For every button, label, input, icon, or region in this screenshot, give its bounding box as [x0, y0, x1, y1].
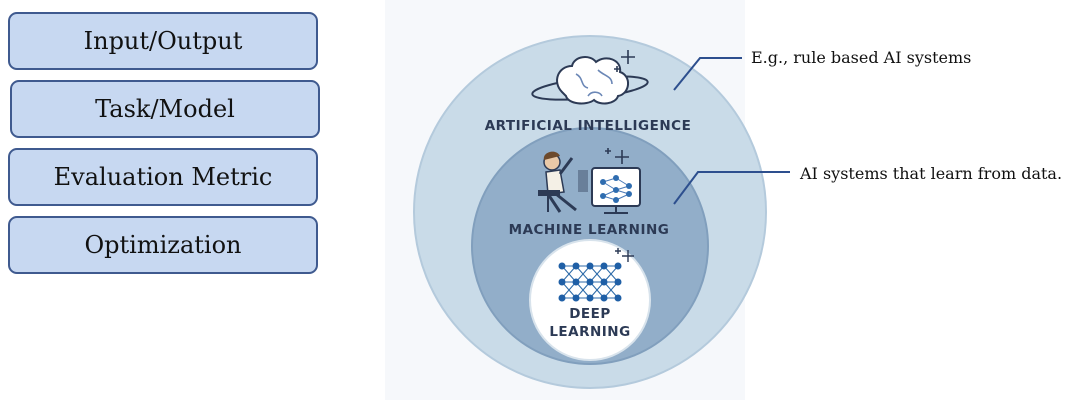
- sparkle-icon: [614, 50, 635, 72]
- input-output-label: Input/Output: [83, 27, 243, 55]
- input-output-box: Input/Output: [8, 12, 318, 70]
- neural-network-icon: [558, 262, 622, 302]
- ml-callout-line: [673, 171, 790, 205]
- task-model-box: Task/Model: [10, 80, 320, 138]
- machine-learning-label: MACHINE LEARNING: [509, 222, 670, 238]
- sparkle-icon: [605, 148, 629, 164]
- artificial-intelligence-label: ARTIFICIAL INTELLIGENCE: [485, 118, 692, 134]
- deep-learning-label-line2: LEARNING: [549, 324, 630, 340]
- ai-callout-line: [673, 57, 742, 91]
- brain-icon: [531, 56, 649, 105]
- ai-callout-text: E.g., rule based AI systems: [751, 48, 972, 67]
- person-at-screen-icon: [538, 151, 588, 213]
- ml-callout-text: AI systems that learn from data.: [800, 164, 1063, 183]
- neural-network-monitor-icon: [591, 167, 641, 214]
- evaluation-metric-box: Evaluation Metric: [8, 148, 318, 206]
- optimization-label: Optimization: [84, 231, 242, 259]
- task-model-label: Task/Model: [95, 95, 235, 123]
- sparkle-icon: [615, 248, 634, 262]
- optimization-box: Optimization: [8, 216, 318, 274]
- evaluation-metric-label: Evaluation Metric: [53, 163, 273, 191]
- deep-learning-label-line1: DEEP: [569, 306, 611, 322]
